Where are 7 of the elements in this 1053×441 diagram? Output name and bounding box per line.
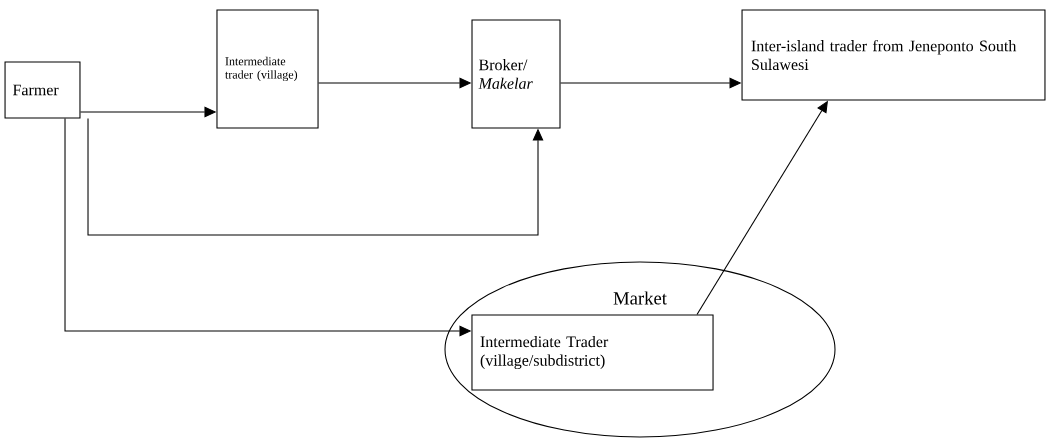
- process-box: Broker/ Makelar: [471, 19, 561, 129]
- process-box: Farmer: [4, 61, 81, 119]
- ellipse-label: Market: [613, 291, 667, 305]
- process-box: Inter-island trader from Jeneponto South Sulawesi: [741, 9, 1046, 101]
- process-box: Intermediate Trader (village/subdistrict): [471, 314, 714, 391]
- arrow: [87, 118, 544, 236]
- process-box: Intermediate trader (village): [216, 9, 319, 129]
